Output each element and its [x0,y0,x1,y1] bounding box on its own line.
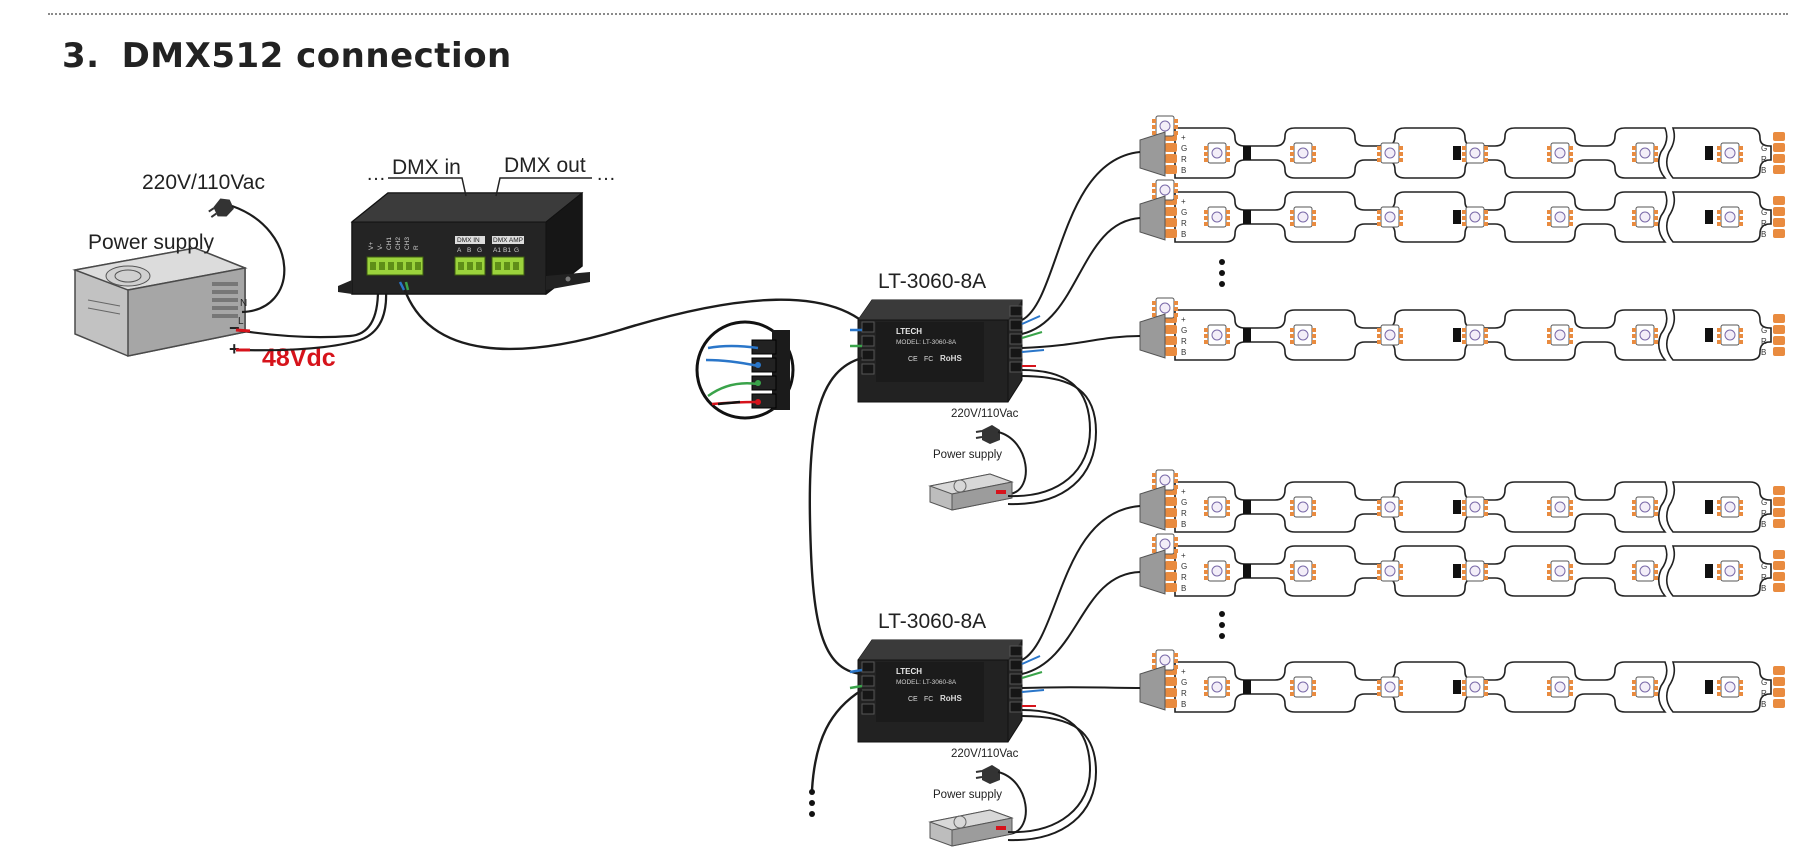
controller-1-label: LT-3060-8A [878,270,986,293]
controller-2: LTECH MODEL: LT-3060-8A CE FC RoHS [857,639,1023,743]
mains-2-label: 220V/110Vac [951,748,1019,760]
dmx-continue-dots [809,789,815,817]
main-mains-label: 220V/110Vac [142,171,265,194]
controller-1-rohs-mark: RoHS [940,354,962,363]
dmx-term-5: CH3 [404,237,411,250]
dmx-out-ellipsis: … [596,163,616,185]
controller-1-model-line: MODEL: LT-3060-8A [896,339,957,346]
controller-1-fc-mark: FC [924,356,933,363]
dmx-onward-cable [810,688,863,791]
main-mains-cable [231,204,286,314]
psu-2-label: Power supply [933,789,1002,801]
dmx-term-1: V+ [368,242,375,250]
led-strip-3 [1152,298,1785,360]
psu-terminal-n: N [240,298,247,309]
dmx-daisy-chain-cable [808,356,863,676]
psu-1 [929,473,1013,511]
psu-2-dc-cable [1007,709,1092,834]
dmx-out-pin-g: G [514,247,519,254]
psu-1-label: Power supply [933,449,1002,461]
controller-2-brand: LTECH [896,667,922,676]
dmx-decoder: V+ V- CH1 CH2 CH3 R DMX IN A B G DMX AMP… [338,191,590,296]
dmx-term-4: CH2 [395,237,402,250]
dmx-in-pin-g: G [477,247,482,254]
main-psu-label: Power supply [88,231,215,254]
led-strip-1 [1152,116,1785,178]
controller-2-output-cables [1021,505,1141,689]
controller-1-ce-mark: CE [908,356,918,363]
controller-2-ce-mark: CE [908,696,918,703]
controller-2-fc-mark: FC [924,696,933,703]
psu-1-dc-cable [1007,369,1092,498]
mains-2-plug [975,764,1001,785]
controller-2-label: LT-3060-8A [878,610,986,633]
top-dotted-rule [48,13,1788,15]
controller-2-model-line: MODEL: LT-3060-8A [896,679,957,686]
dmx-in-pin-a: A [457,247,462,254]
psu-2 [929,809,1013,847]
dmx-term-2: V- [377,244,384,250]
dmx-in-pin-b: B [467,247,471,254]
psu-terminal-minus: − [229,318,240,338]
dmx-out-pin-b1: B1 [503,247,511,254]
main-mains-plug [204,194,237,224]
dmx-signal-cable [402,287,881,351]
led-strip-2 [1152,180,1785,242]
strip-group-2-dots [1219,611,1225,639]
controller-2-rohs-mark: RoHS [940,694,962,703]
dmx-amp-header: DMX AMP [493,237,523,244]
mains-1-label: 220V/110Vac [951,408,1019,420]
led-strip-5 [1152,534,1785,596]
dc-cable-positive [235,289,388,352]
section-heading: 3. DMX512 connection [62,36,512,76]
dmx-term-6: R [413,245,420,250]
controller-1: LTECH MODEL: LT-3060-8A CE FC RoHS [857,299,1023,403]
led-strip-4 [1152,470,1785,532]
dmx-in-header: DMX IN [457,237,480,244]
controller-1-brand: LTECH [896,327,922,336]
led-strip-6 [1152,650,1785,712]
dmx-out-pin-a1: A1 [493,247,501,254]
dmx-in-ellipsis: … [366,163,386,185]
dmx-in-label: DMX in [392,156,461,179]
section-number: 3. [62,36,100,76]
psu-terminal-l: L [238,316,244,327]
main-power-supply [72,247,248,357]
section-title: DMX512 connection [121,36,512,76]
mains-1-plug [975,424,1001,445]
strip-group-1-dots [1219,259,1225,287]
psu-terminal-plus: + [229,339,240,359]
dc-cable-negative [235,289,380,339]
dmx-term-3: CH1 [386,237,393,250]
dmx-out-label: DMX out [504,154,586,177]
controller-1-output-cables [1021,151,1141,349]
terminal-zoom-detail [695,320,795,420]
